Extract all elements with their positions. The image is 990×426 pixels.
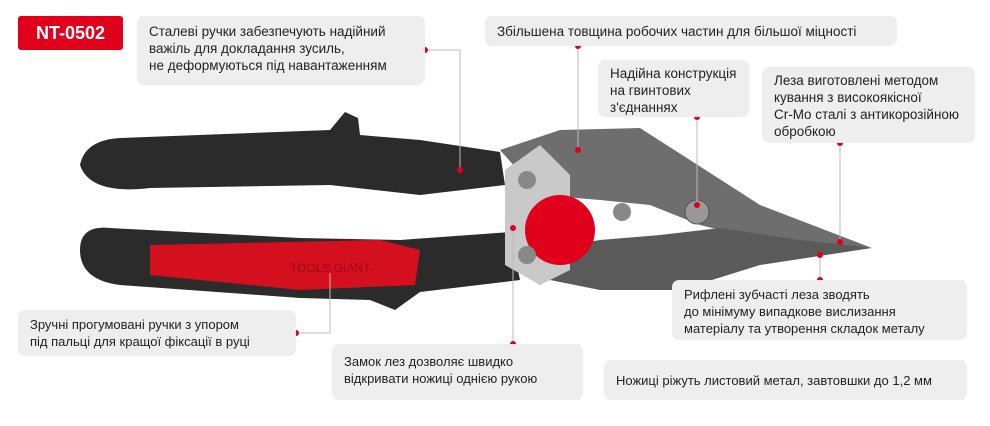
red-label-disc — [525, 195, 595, 265]
upper-handle — [80, 112, 505, 195]
screw-icon — [518, 171, 536, 189]
callout-steel-handles: Сталеві ручки забезпечують надійний важі… — [137, 16, 425, 85]
leader-lines — [296, 46, 841, 344]
screw-icon — [518, 246, 536, 264]
model-badge: NT-0502 — [18, 16, 123, 50]
callout-cutting-capacity: Ножиці ріжуть листовий метал, завтовшки … — [604, 360, 967, 400]
callout-forged-blades: Леза виготовлені методом кування з висок… — [762, 67, 975, 143]
callout-screws: Надійна конструкція на гвинтових з'єднан… — [598, 60, 749, 117]
callout-thickness: Збільшена товщина робочих частин для біл… — [485, 16, 897, 46]
lower-handle-red-grip — [150, 240, 420, 290]
upper-jaw — [500, 128, 872, 248]
callout-rubber-grips: Зручні прогумовані ручки з упором під па… — [18, 310, 296, 356]
callout-serrated-blades: Рифлені зубчасті леза зводять до мінімум… — [672, 280, 967, 340]
callout-blade-lock: Замок лез дозволяє швидко відкривати нож… — [332, 344, 583, 400]
screw-icon — [613, 203, 631, 221]
lower-jaw — [540, 228, 872, 290]
